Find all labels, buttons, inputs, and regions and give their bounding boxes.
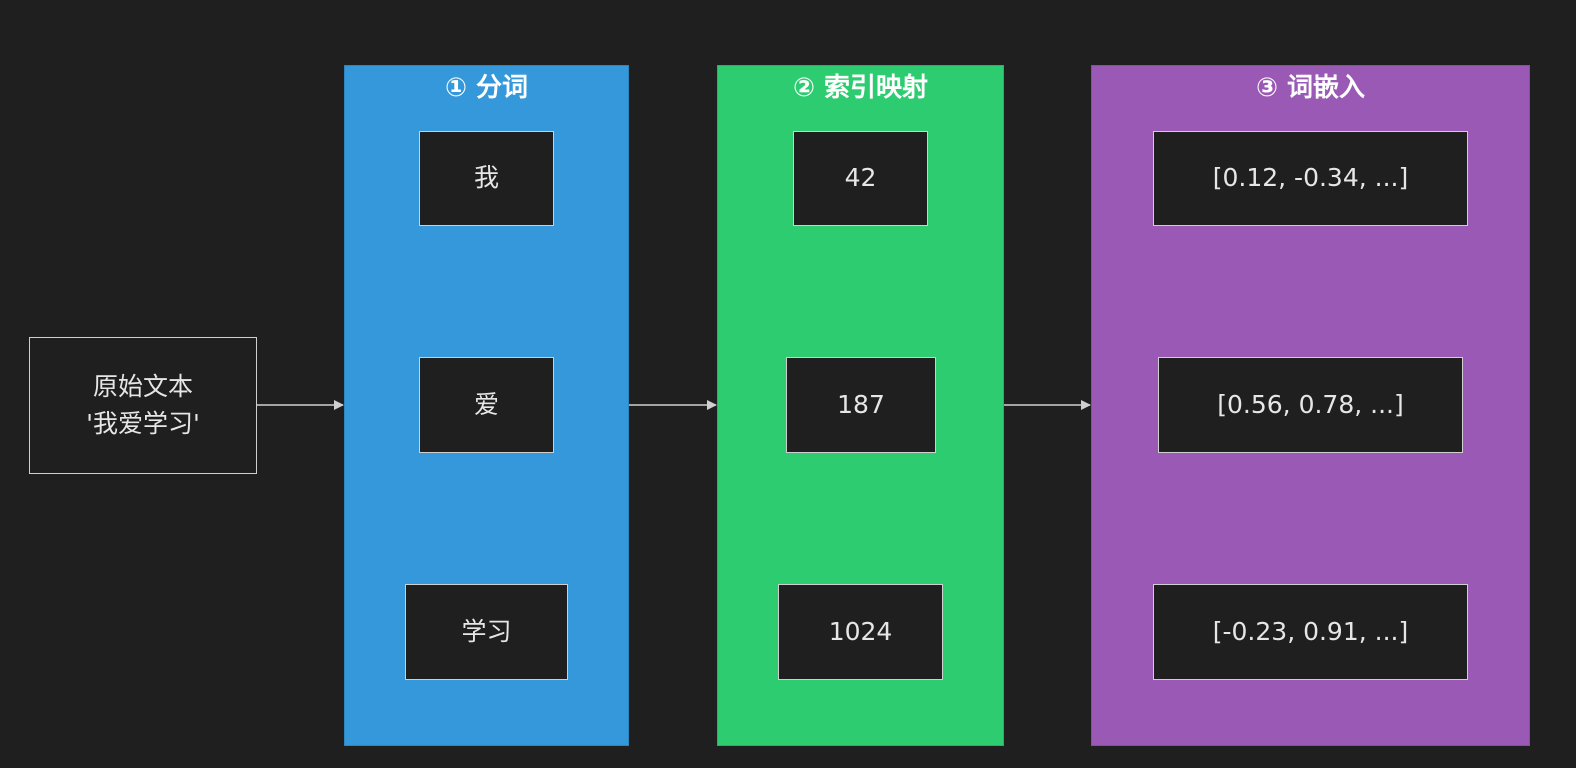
index-node: 42: [793, 131, 928, 226]
input-text-label: 原始文本: [92, 372, 193, 402]
tokenize-group-title: ① 分词: [444, 73, 529, 103]
input-text-node: 原始文本 '我爱学习': [29, 337, 257, 474]
token-node: 爱: [419, 357, 554, 453]
embedding-node: [-0.23, 0.91, ...]: [1153, 584, 1468, 680]
embedding-group-title: ③ 词嵌入: [1255, 73, 1366, 103]
token-node: 我: [419, 131, 554, 226]
embedding-node: [0.56, 0.78, ...]: [1158, 357, 1463, 453]
index-node: 187: [786, 357, 936, 453]
input-text-value: '我爱学习': [86, 408, 200, 438]
embedding-node: [0.12, -0.34, ...]: [1153, 131, 1468, 226]
token-node: 学习: [405, 584, 568, 680]
index-mapping-group-title: ② 索引映射: [792, 73, 929, 103]
index-node: 1024: [778, 584, 943, 680]
